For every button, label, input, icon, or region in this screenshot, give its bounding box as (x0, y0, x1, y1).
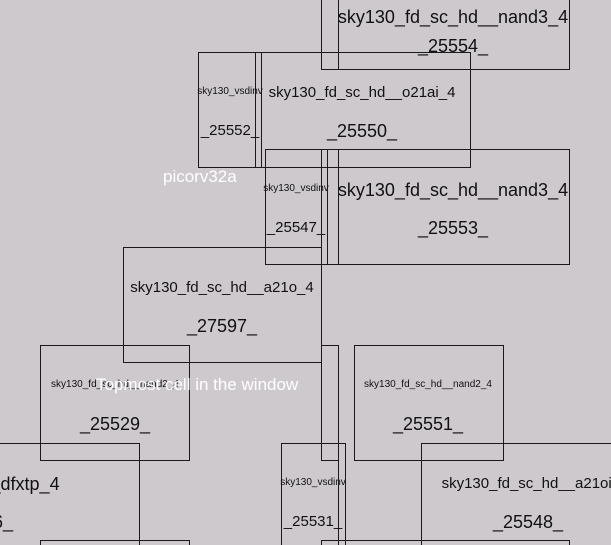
cell-nand2-25551[interactable] (354, 345, 504, 461)
cell-type-label: sky130_fd_sc_hd__o21ai_4 (268, 84, 456, 101)
rail-line (321, 460, 338, 461)
rail-line (338, 345, 339, 545)
cell-vsdinv-25552[interactable] (198, 52, 262, 168)
cell-instance-label: _25554_ (417, 36, 489, 56)
design-name-label: picorv32a (163, 167, 237, 186)
rail-line (321, 149, 322, 265)
cell-instance-label: _25547_ (266, 219, 326, 236)
cell-type-label: sky130_vsdinv (197, 86, 263, 97)
rail-line (338, 149, 339, 265)
cell-o21ai-25550[interactable] (261, 52, 471, 168)
cell-type-label: sky130_fd_sc_hd__nand2_4 (51, 379, 179, 390)
cell-partial-bottom-mid[interactable] (321, 540, 570, 545)
cell-instance-label: _25551_ (392, 414, 464, 434)
cell-nand3-25553[interactable] (265, 149, 570, 265)
cell-type-label: sky130_fd_sc_hd__nand2_4 (364, 379, 492, 390)
cell-instance-label: _25550_ (326, 121, 398, 141)
rail-line (321, 345, 338, 346)
cell-type-label: sky130_fd_sc_hd__nand3_4 (337, 7, 569, 27)
topmost-cell-hint: Topmost cell in the window (96, 375, 299, 394)
cell-instance-label: _27597_ (186, 316, 258, 336)
cell-type-label: sky130_vsdinv (263, 183, 329, 194)
rail-line (327, 149, 328, 265)
cell-instance-label: _25553_ (417, 218, 489, 238)
cell-type-label: sky130_fd_sc_hd__a21oi_4 (441, 475, 611, 492)
cell-type-label: sky130_fd_sc_hd__dfxtp_4 (0, 474, 60, 494)
cell-partial-bottom-left[interactable] (40, 540, 190, 545)
cell-type-label: sky130_vsdinv (280, 477, 346, 488)
cell-instance-label: _6_ (0, 512, 14, 532)
cell-type-label: sky130_fd_sc_hd__a21o_4 (130, 279, 314, 296)
cell-a21oi-25548[interactable] (421, 443, 611, 545)
cell-vsdinv-25531[interactable] (281, 443, 346, 545)
rail-line (321, 345, 322, 461)
cell-type-label: sky130_fd_sc_hd__nand3_4 (337, 180, 569, 200)
cell-dfxtp[interactable] (0, 443, 140, 545)
cell-nand2-25529[interactable] (40, 345, 190, 461)
cell-nand3-25554[interactable] (321, 0, 570, 70)
cell-a21o-27597[interactable] (123, 247, 322, 363)
rail-line (338, 0, 339, 70)
cell-instance-label: _25552_ (200, 122, 260, 139)
cell-instance-label: _25548_ (492, 512, 564, 532)
cell-instance-label: _25531_ (283, 513, 343, 530)
rail-line (255, 52, 256, 168)
cell-instance-label: _25529_ (79, 414, 151, 434)
